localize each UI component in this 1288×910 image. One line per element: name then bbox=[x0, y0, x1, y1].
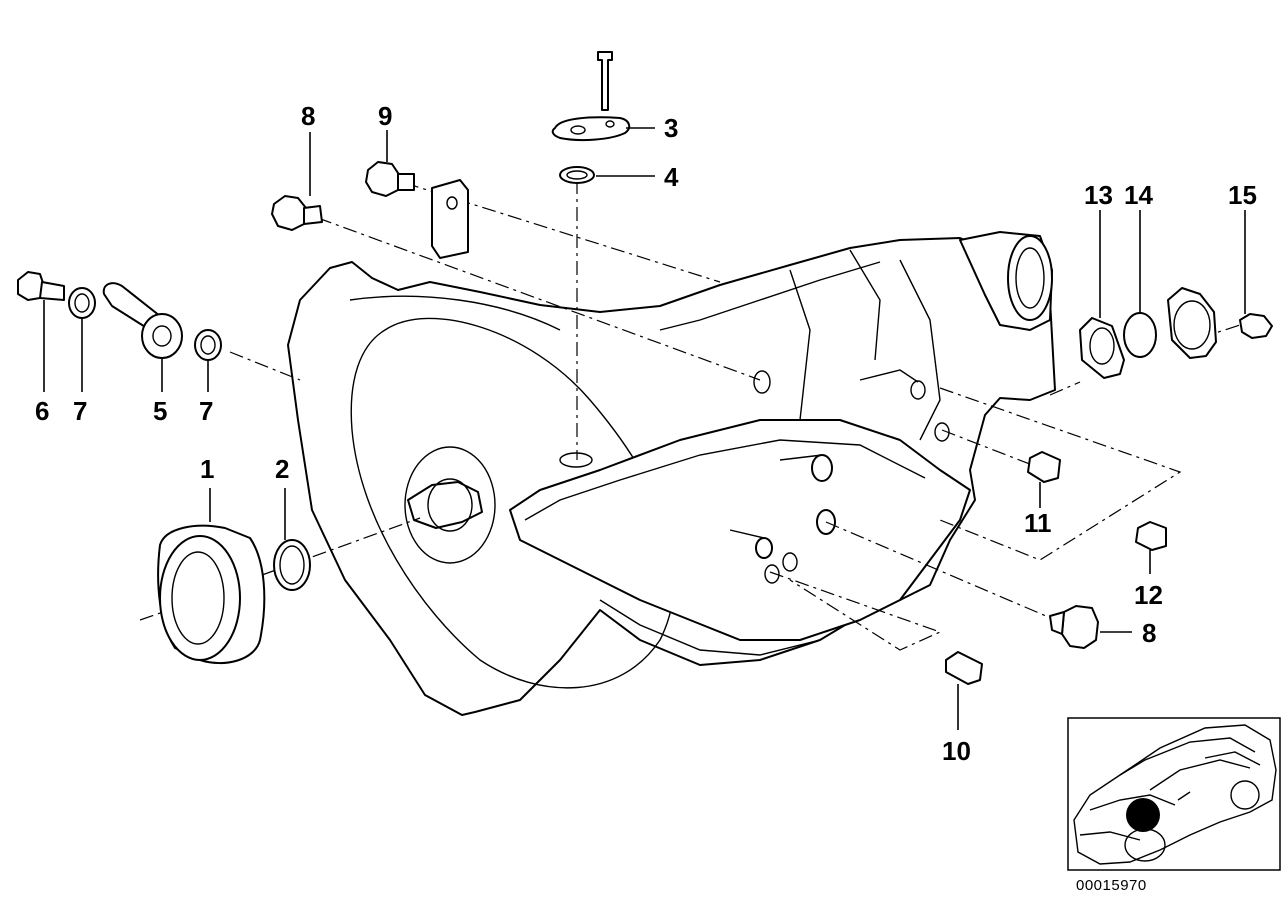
sealing-ring-7b bbox=[194, 329, 222, 361]
assembly-lines bbox=[139, 180, 1241, 651]
vehicle-location-inset bbox=[1067, 717, 1281, 871]
banjo-bolt-6 bbox=[17, 271, 65, 301]
bracket-3 bbox=[551, 51, 631, 142]
screw-plug-10 bbox=[945, 651, 983, 685]
leader-lines bbox=[43, 127, 1246, 730]
mounting-bracket bbox=[431, 179, 469, 259]
callout-4: 4 bbox=[664, 162, 679, 192]
gasket-13 bbox=[1079, 317, 1125, 379]
screw-plug-11 bbox=[1027, 451, 1061, 483]
plug-9 bbox=[365, 161, 415, 197]
callout-1: 1 bbox=[200, 454, 214, 484]
drawing-number: 00015970 bbox=[1076, 877, 1147, 894]
callout-9: 9 bbox=[378, 101, 392, 131]
callout-labels: 1 2 3 4 5 6 7 7 8 8 9 10 11 12 13 14 15 bbox=[35, 101, 1257, 766]
bolt-15 bbox=[1239, 313, 1273, 339]
callout-12: 12 bbox=[1134, 580, 1163, 610]
callout-2: 2 bbox=[275, 454, 289, 484]
callout-8b: 8 bbox=[1142, 618, 1156, 648]
drain-plug-8a bbox=[271, 195, 323, 231]
callout-14: 14 bbox=[1124, 180, 1153, 210]
callout-11: 11 bbox=[1024, 508, 1052, 538]
callout-13: 13 bbox=[1084, 180, 1113, 210]
o-ring-14 bbox=[1123, 312, 1157, 358]
callout-8a: 8 bbox=[301, 101, 315, 131]
callout-7a: 7 bbox=[73, 396, 87, 426]
location-marker-dot bbox=[1126, 798, 1160, 832]
callout-3: 3 bbox=[664, 113, 678, 143]
end-cover bbox=[1167, 287, 1217, 359]
car-outline bbox=[1073, 724, 1277, 865]
callout-6: 6 bbox=[35, 396, 49, 426]
sealing-ring-7a bbox=[68, 287, 96, 319]
callout-5: 5 bbox=[153, 396, 167, 426]
screw-plug-12 bbox=[1135, 521, 1167, 551]
drain-plug-8b bbox=[1049, 605, 1099, 649]
callout-7b: 7 bbox=[199, 396, 213, 426]
banjo-fitting-5 bbox=[102, 282, 183, 359]
transmission-housing bbox=[287, 231, 1056, 716]
o-ring-2 bbox=[273, 539, 311, 591]
callout-15: 15 bbox=[1228, 180, 1257, 210]
washer-4 bbox=[559, 166, 595, 184]
seal-ring-1 bbox=[157, 524, 266, 665]
callout-10: 10 bbox=[942, 736, 971, 766]
